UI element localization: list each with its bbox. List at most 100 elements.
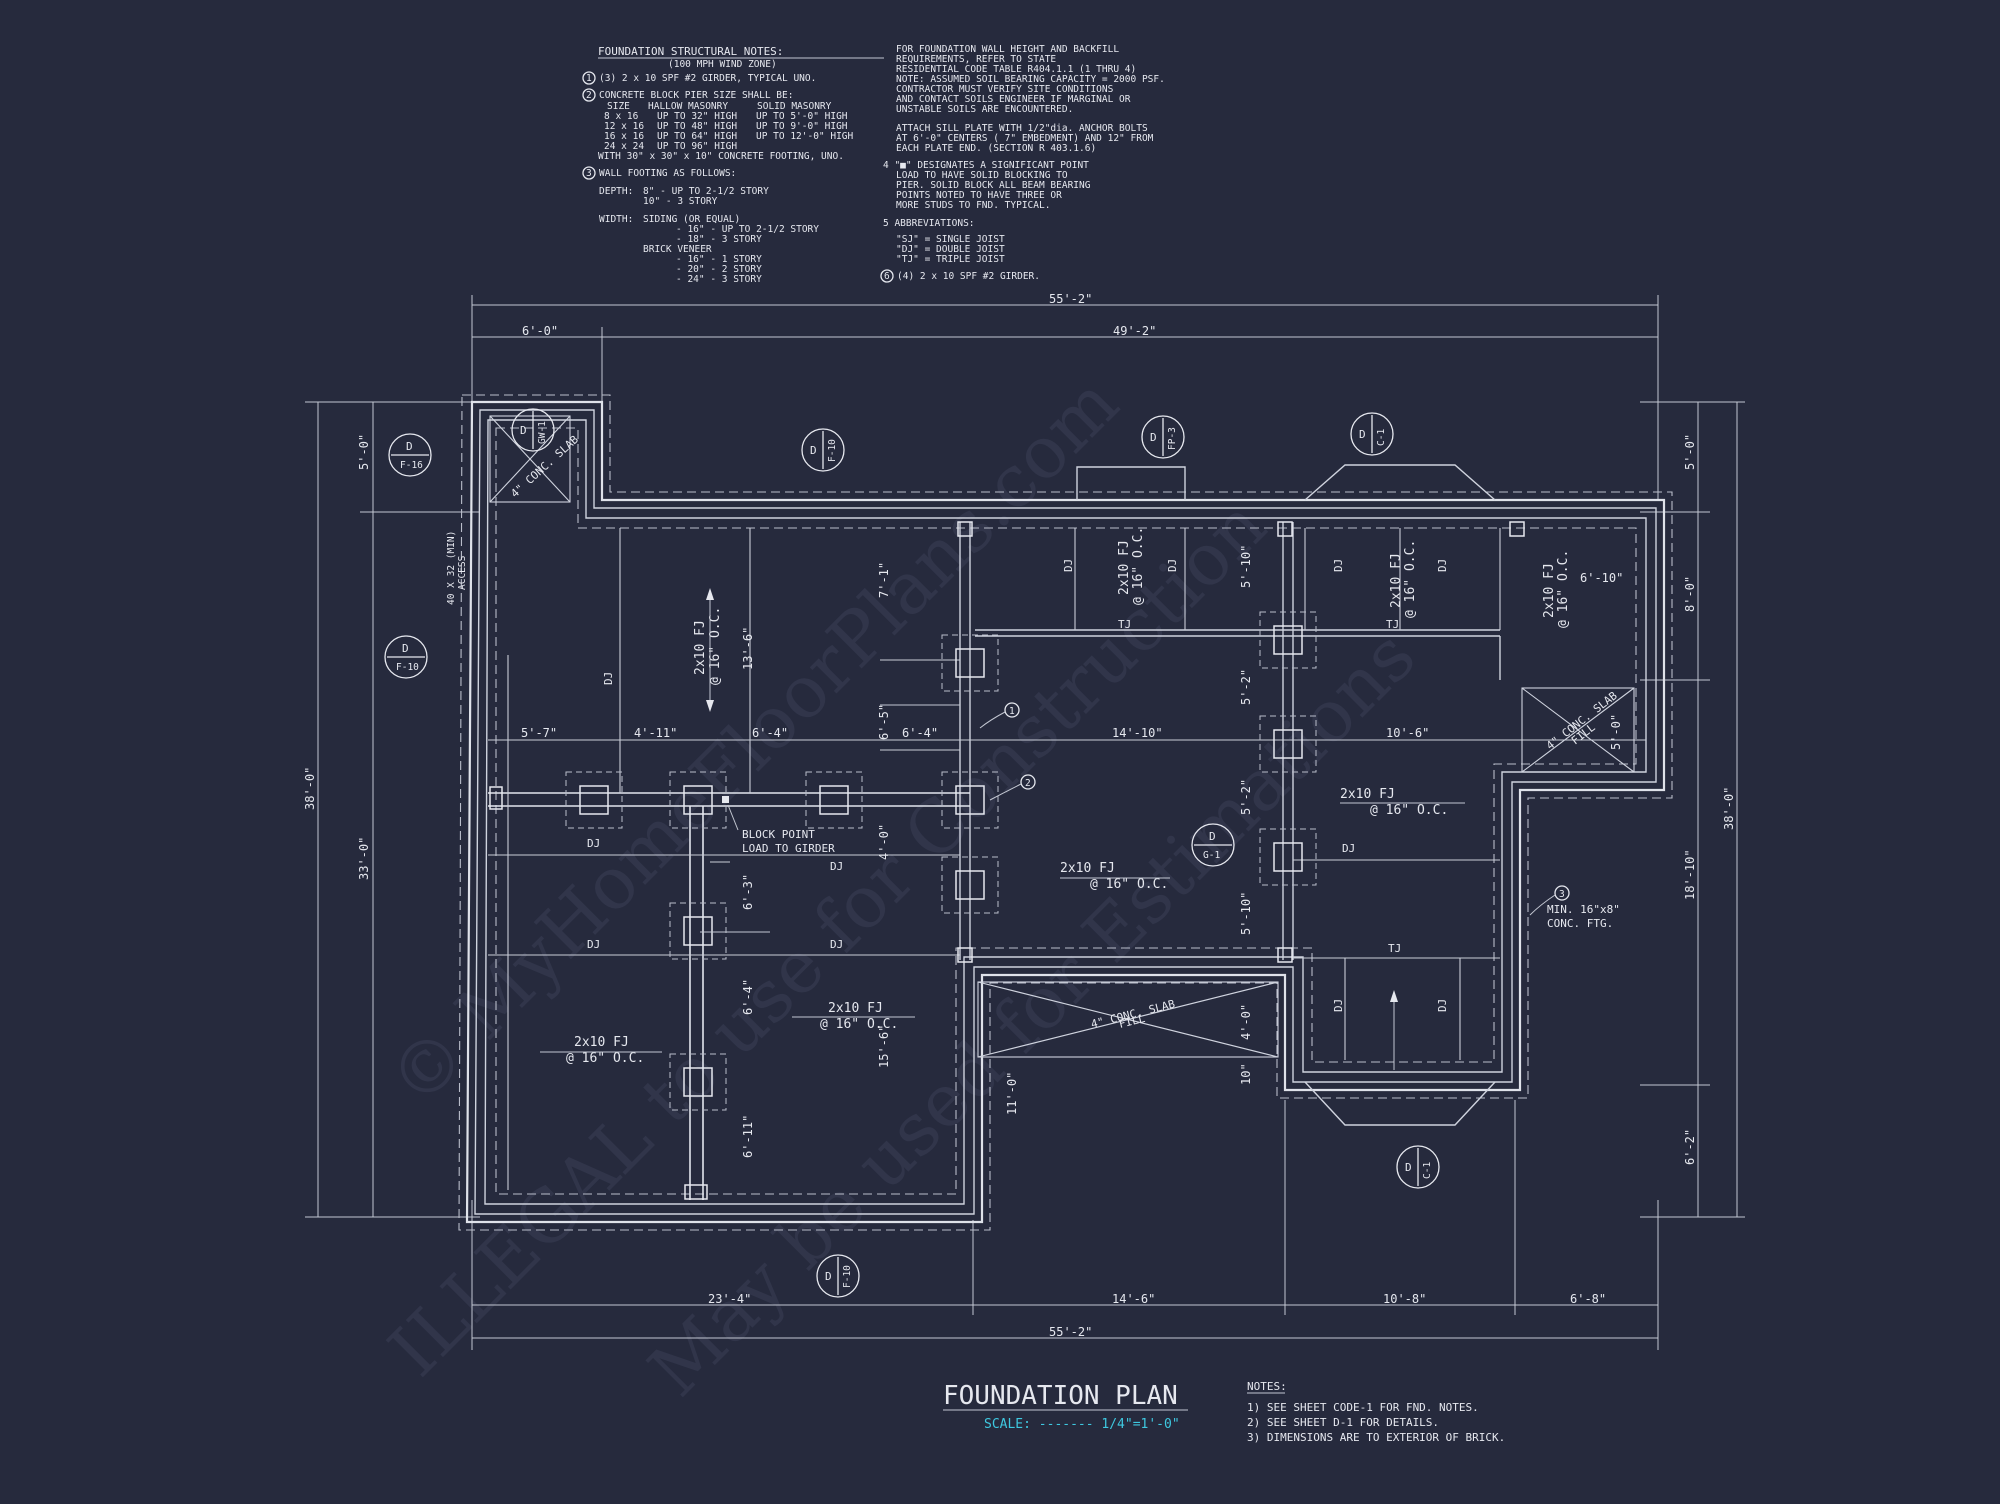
oc-label: @ 16" O.C. (708, 607, 723, 685)
dj-label: DJ (1166, 559, 1179, 572)
dim-5-2-b: 5'-2" (1239, 779, 1253, 815)
right-note-p1-line: RESIDENTIAL CODE TABLE R404.1.1 (1 THRU … (896, 64, 1136, 75)
bubble-ref: F-10 (842, 1265, 853, 1288)
callout-2: 2 (1025, 778, 1031, 789)
oc-label: @ 16" O.C. (1556, 550, 1571, 628)
note-number-2: 2 (586, 90, 592, 101)
right-note-p2-line: AT 6'-0" CENTERS ( 7" EMBEDMENT) AND 12"… (896, 133, 1154, 144)
pier (1273, 729, 1303, 759)
width-brick-2: - 20" - 2 STORY (676, 264, 762, 275)
callouts: BLOCK POINT LOAD TO GIRDER 1 2 3 MIN. 16… (446, 531, 1620, 933)
dim-5-7: 5'-7" (521, 726, 557, 740)
bottom-note-3: 3) DIMENSIONS ARE TO EXTERIOR OF BRICK. (1247, 1431, 1505, 1444)
pier (683, 1067, 713, 1097)
pier-row-1-solid: UP TO 5'-0" HIGH (756, 111, 848, 122)
pier (955, 870, 985, 900)
dim-6-3: 6'-3" (741, 874, 755, 910)
right-note-p2-line: ATTACH SILL PLATE WITH 1/2"dia. ANCHOR B… (896, 123, 1148, 134)
pier-row-2-hollow: UP TO 48" HIGH (657, 121, 737, 132)
dim-bottom-1: 23'-4" (708, 1292, 751, 1306)
bubble-fp3: D FP-3 (1141, 415, 1185, 459)
end-pier (1277, 947, 1293, 963)
fj-label: 2x10 FJ (693, 620, 708, 675)
pier-row-4-hollow: UP TO 96" HIGH (657, 141, 737, 152)
interior-framing (488, 522, 1646, 1200)
drawing-title: FOUNDATION PLAN (943, 1381, 1178, 1411)
foundation-walls (458, 394, 1673, 1231)
dim-4-11: 4'-11" (634, 726, 677, 740)
pier (683, 785, 713, 815)
bubble-c1-top: D C-1 (1350, 412, 1394, 456)
oc-label: @ 16" O.C. (1370, 803, 1448, 818)
dj-label: DJ (1332, 559, 1345, 572)
dim-right-2: 8'-0" (1683, 576, 1697, 612)
drawing-scale: SCALE: ------- 1/4"=1'-0" (984, 1417, 1180, 1432)
bottom-note-2: 2) SEE SHEET D-1 FOR DETAILS. (1247, 1416, 1439, 1429)
dim-5-10-b: 5'-10" (1239, 892, 1253, 935)
dim-bottom-4: 6'-8" (1570, 1292, 1606, 1306)
bubble-ref: C-1 (1376, 429, 1387, 446)
width-brick-3: - 24" - 3 STORY (676, 274, 762, 285)
pier (819, 785, 849, 815)
pier (1273, 842, 1303, 872)
point-load-marker (722, 796, 729, 803)
dim-5-10-a: 5'-10" (1239, 545, 1253, 588)
dim-left-overall: 38'-0" (303, 767, 317, 810)
bubble-f10-top: D F-10 (801, 428, 845, 472)
pier-header-hollow: HALLOW MASONRY (648, 101, 728, 112)
pier (955, 648, 985, 678)
notes-subtitle: (100 MPH WIND ZONE) (668, 59, 777, 70)
dim-11-0: 11'-0" (1005, 1072, 1019, 1115)
dim-left-top: 5'-0" (357, 434, 371, 470)
bubble-letter: D (1209, 830, 1216, 843)
dim-15-6: 15'-6" (877, 1025, 891, 1068)
fj-label: 2x10 FJ (1060, 861, 1115, 876)
dim-bottom-2: 14'-6" (1112, 1292, 1155, 1306)
oc-label: @ 16" O.C. (566, 1051, 644, 1066)
bubble-ref: FP-3 (1167, 427, 1178, 450)
right-note-p1-line: UNSTABLE SOILS ARE ENCOUNTERED. (896, 104, 1073, 115)
structural-notes-right: FOR FOUNDATION WALL HEIGHT AND BACKFILL … (880, 44, 1165, 283)
dj-label: DJ (1062, 559, 1075, 572)
dj-label: DJ (1436, 559, 1449, 572)
depth-label: DEPTH: (599, 186, 633, 197)
block-point-label: BLOCK POINT (742, 828, 815, 841)
bubble-letter: D (810, 444, 817, 457)
access-label-2: ACCESS (457, 555, 468, 590)
right-note-p1-line: NOTE: ASSUMED SOIL BEARING CAPACITY = 20… (896, 74, 1165, 85)
bubble-ref: G-1 (1203, 850, 1220, 861)
right-note-p4-line: LOAD TO HAVE SOLID BLOCKING TO (896, 170, 1068, 181)
fj-label: 2x10 FJ (1340, 787, 1395, 802)
right-note-p2-line: EACH PLATE END. (SECTION R 403.1.6) (896, 143, 1096, 154)
bubble-c1-bottom: D C-1 (1396, 1145, 1440, 1189)
dim-right-4: 6'-2" (1683, 1129, 1697, 1165)
title-block: FOUNDATION PLAN SCALE: ------- 1/4"=1'-0… (943, 1381, 1188, 1432)
pier-footing-note: WITH 30" x 30" x 10" CONCRETE FOOTING, U… (598, 151, 844, 162)
slab-fill-garage: FILL (1118, 1012, 1147, 1031)
fj-label: 2x10 FJ (1117, 540, 1132, 595)
bubble-f10-bottom: D F-10 (816, 1254, 860, 1298)
right-note-p4-line: MORE STUDS TO FND. TYPICAL. (896, 200, 1050, 211)
right-note-p4-line: 4 "■" DESIGNATES A SIGNIFICANT POINT (883, 160, 1089, 171)
footing-note-1: MIN. 16"x8" (1547, 903, 1620, 916)
end-pier (1509, 521, 1525, 537)
dim-4-0-b: 4'-0" (1239, 1004, 1253, 1040)
joist-labels: 2x10 FJ @ 16" O.C. 2x10 FJ @ 16" O.C. 2x… (540, 527, 1571, 1070)
oc-label: @ 16" O.C. (820, 1017, 898, 1032)
dim-6-11: 6'-11" (741, 1115, 755, 1158)
end-pier (489, 786, 503, 810)
dim-bottom-overall: 55'-2" (1049, 1325, 1092, 1339)
dj-label: DJ (587, 837, 600, 850)
dim-7-1: 7'-1" (877, 562, 891, 598)
right-note-p1-line: CONTRACTOR MUST VERIFY SITE CONDITIONS (896, 84, 1114, 95)
right-note-p1-line: REQUIREMENTS, REFER TO STATE (896, 54, 1056, 65)
bubble-letter: D (406, 440, 413, 453)
end-pier (957, 521, 973, 537)
abbr-sj: "SJ" = SINGLE JOIST (896, 234, 1005, 245)
dim-top-right: 49'-2" (1113, 324, 1156, 338)
bubble-ref: F-10 (396, 662, 419, 673)
fj-label: 2x10 FJ (1389, 553, 1404, 608)
note-6: (4) 2 x 10 SPF #2 GIRDER. (897, 271, 1040, 282)
depth-1: 8" - UP TO 2-1/2 STORY (643, 186, 769, 197)
